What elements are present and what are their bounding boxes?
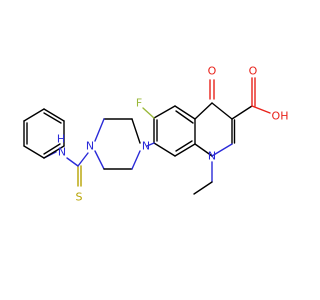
atom-labels: F O O OH N N N N H S [57,65,289,204]
piperazine-nitrogen-left-label: N [86,140,94,153]
fluorine-label: F [136,97,142,110]
amide-hydrogen-label: H [57,133,65,146]
sulfur-label: S [76,191,83,204]
amide-nitrogen-label: N [58,146,66,159]
quinolone-nitrogen-label: N [208,150,216,163]
piperazine-nitrogen-right-label: N [142,140,150,153]
bonds [23,77,271,195]
acid-hydroxyl-label: OH [272,110,289,123]
ketone-oxygen-label: O [208,65,217,78]
molecule-structure-diagram: F O O OH N N N N H S [23,64,289,204]
acid-carbonyl-oxygen-label: O [249,65,258,78]
